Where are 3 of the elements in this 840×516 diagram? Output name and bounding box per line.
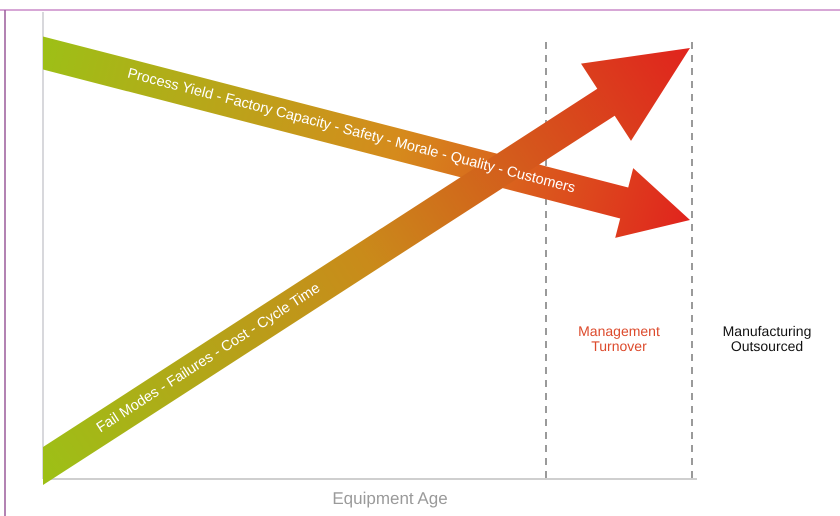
zone-label: Management Turnover <box>577 324 661 355</box>
axis-title: Equipment Age <box>331 490 449 509</box>
zone-label: Manufacturing Outsourced <box>722 324 812 355</box>
